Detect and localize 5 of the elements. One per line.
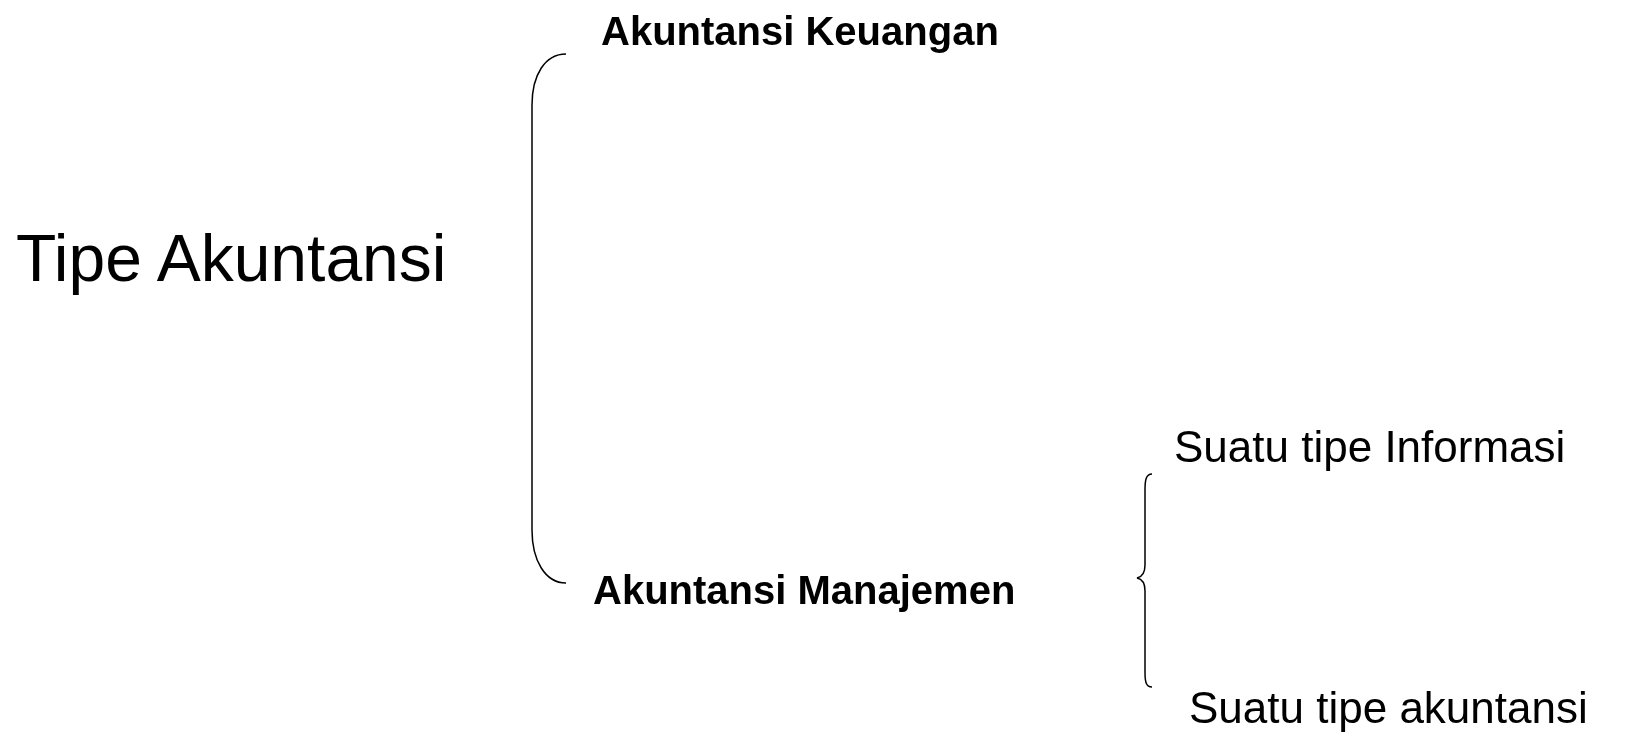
description-label: Suatu tipe Informasi: [1174, 422, 1566, 473]
category-label: Akuntansi Manajemen: [593, 567, 1016, 613]
root-label: Tipe Akuntansi: [16, 221, 447, 297]
description-label: Suatu tipe akuntansi: [1189, 683, 1588, 734]
category-label: Akuntansi Keuangan: [601, 8, 999, 54]
